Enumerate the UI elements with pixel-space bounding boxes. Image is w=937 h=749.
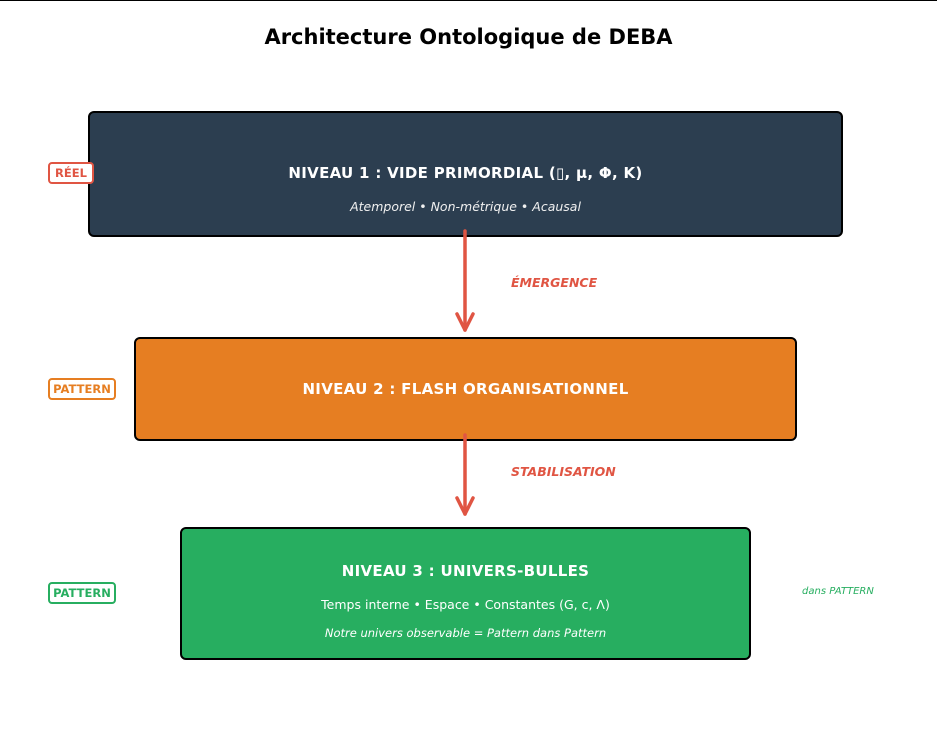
level-3-note: Notre univers observable = Pattern dans …	[324, 626, 607, 640]
level-1-box: NIVEAU 1 : VIDE PRIMORDIAL (▯, μ, Φ, K) …	[88, 111, 843, 237]
level-1-tag: RÉEL	[48, 162, 94, 184]
level-3-subtitle: Temps interne • Espace • Constantes (G, …	[321, 597, 610, 612]
level-3-box: NIVEAU 3 : UNIVERS-BULLES Temps interne …	[180, 527, 751, 660]
level-2-heading: NIVEAU 2 : FLASH ORGANISATIONNEL	[302, 380, 629, 398]
level-2-tag: PATTERN	[48, 378, 116, 400]
level-3-heading: NIVEAU 3 : UNIVERS-BULLES	[341, 562, 590, 580]
arrow-stabilisation	[455, 433, 475, 516]
level-1-subtitle: Atemporel • Non-métrique • Acausal	[350, 199, 581, 214]
transition-label-emergence: ÉMERGENCE	[511, 275, 598, 290]
diagram-title: Architecture Ontologique de DEBA	[264, 25, 673, 49]
level-2-box: NIVEAU 2 : FLASH ORGANISATIONNEL	[134, 337, 797, 441]
transition-label-stabilisation: STABILISATION	[511, 464, 616, 479]
arrow-emergence	[455, 229, 475, 332]
level-1-heading: NIVEAU 1 : VIDE PRIMORDIAL (▯, μ, Φ, K)	[288, 164, 643, 182]
level-3-side-note: dans PATTERN	[802, 586, 874, 597]
level-3-tag: PATTERN	[48, 582, 116, 604]
top-border	[0, 0, 937, 1]
